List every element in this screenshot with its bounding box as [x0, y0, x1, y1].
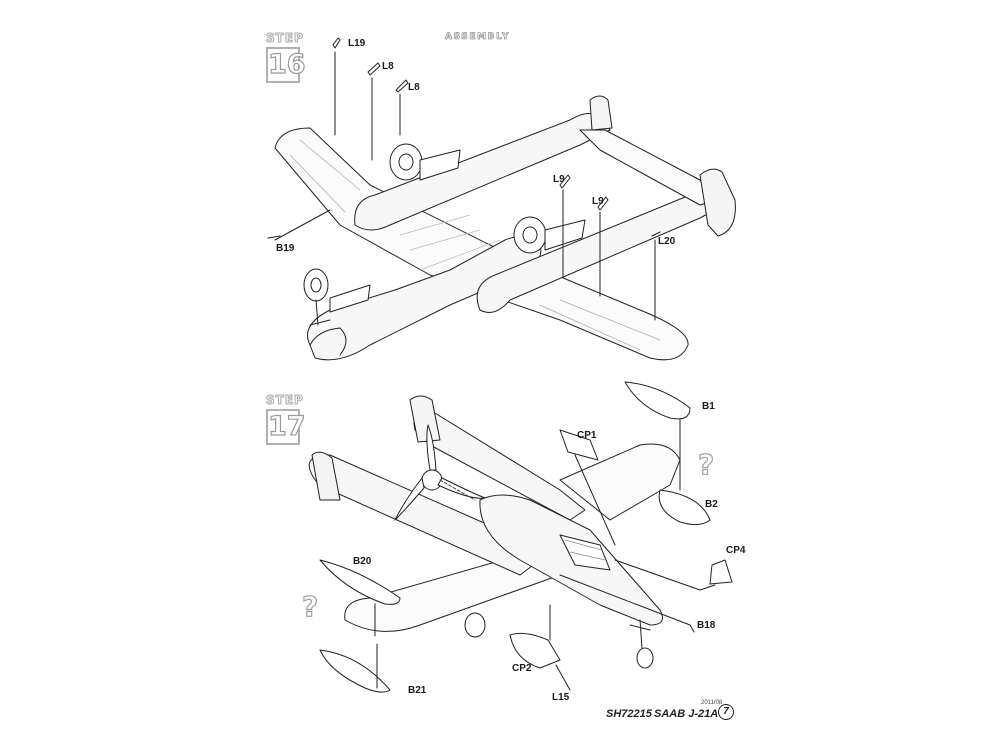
page-number: 7	[718, 704, 734, 720]
part-label-cp4: CP4	[726, 545, 746, 556]
part-label-cp2: CP2	[512, 663, 532, 674]
aircraft-drawing-step16	[267, 37, 736, 361]
part-label-l20: L20	[658, 236, 676, 247]
part-label-b2: B2	[705, 499, 718, 510]
part-label-l15: L15	[552, 692, 570, 703]
canopy-part-icon	[559, 429, 599, 461]
part-label-b20: B20	[353, 556, 372, 567]
question-mark-icon: ?	[301, 589, 319, 623]
print-date: 2011/08	[701, 700, 723, 706]
page-header: ASSEMBLY	[445, 32, 511, 43]
part-label-b1: B1	[702, 401, 715, 412]
step-number: 17	[266, 409, 306, 445]
propeller-icon	[394, 424, 486, 521]
kit-code: SH72215	[606, 708, 652, 720]
step-word: STEP	[266, 31, 304, 45]
part-label-cp1: CP1	[577, 430, 597, 441]
step-number: 16	[266, 47, 306, 83]
step-16-badge: STEP 16	[266, 31, 306, 83]
step-17-badge: STEP 17	[266, 393, 306, 445]
aircraft-drawing-step17	[308, 381, 733, 693]
part-label-l8: L8	[382, 61, 394, 72]
part-label-b18: B18	[697, 620, 716, 631]
kit-title: SAAB J-21A	[654, 708, 719, 720]
part-label-l9: L9	[553, 174, 565, 185]
part-label-l8: L8	[408, 82, 420, 93]
step-word: STEP	[266, 393, 304, 407]
wheel-icon	[303, 143, 547, 302]
part-label-l19: L19	[348, 38, 366, 49]
part-label-l9: L9	[592, 196, 604, 207]
part-label-b21: B21	[408, 685, 427, 696]
part-label-b19: B19	[276, 243, 295, 254]
question-mark-icon: ?	[697, 447, 715, 481]
